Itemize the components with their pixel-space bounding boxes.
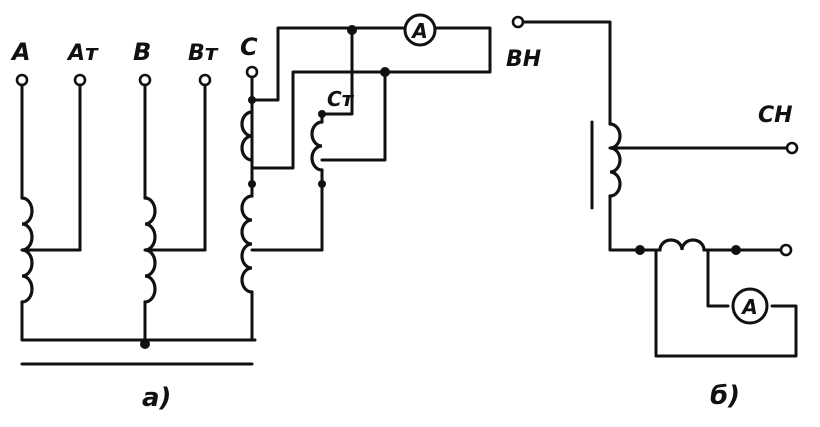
phase-c: C <box>240 33 324 342</box>
wire-b-meter-b <box>654 248 798 358</box>
label-bt: Bт <box>188 41 219 66</box>
terminal-lv[interactable] <box>785 141 799 155</box>
tap-at: Aт <box>66 41 99 252</box>
ammeter-b: A <box>731 287 769 325</box>
tap-bt: Bт <box>188 41 219 252</box>
winding-c-lower <box>240 194 254 294</box>
terminal-b-output[interactable] <box>779 243 793 257</box>
diagram-a: A Aт B Bт <box>10 13 492 413</box>
phase-a: A <box>10 38 257 342</box>
ammeter-a-label: A <box>410 19 427 43</box>
wire-a-bottom <box>20 300 257 342</box>
label-lv: СН <box>758 103 793 128</box>
label-c: C <box>240 33 258 61</box>
label-a: A <box>10 38 31 66</box>
wire-b-meter-a <box>706 248 730 308</box>
loop-inner <box>250 70 387 170</box>
junction-ct-bottom <box>318 180 326 188</box>
phase-b: B <box>133 38 207 349</box>
winding-ct <box>310 120 324 172</box>
tap-ct: Cт <box>310 87 355 252</box>
loop-ct-bridge <box>320 28 354 116</box>
caption-a: а) <box>142 383 171 413</box>
label-ct: Cт <box>327 87 355 111</box>
label-hv: ВН <box>506 47 541 72</box>
neutral-junction <box>140 339 150 349</box>
junction-top-right <box>380 67 390 77</box>
wire-b-lower <box>608 194 642 252</box>
label-b: B <box>133 38 151 66</box>
diagram-b: ВН СН A б) <box>506 15 799 411</box>
junction-top-left <box>347 25 357 35</box>
ammeter-a: A <box>403 13 437 47</box>
junction-b-right <box>731 245 741 255</box>
label-at: Aт <box>66 41 99 66</box>
wire-hv <box>521 20 612 126</box>
winding-b-main <box>608 122 622 198</box>
ammeter-b-label: A <box>740 295 757 319</box>
caption-b: б) <box>710 381 740 411</box>
ct-b <box>658 238 706 252</box>
loop-outer <box>250 26 492 162</box>
